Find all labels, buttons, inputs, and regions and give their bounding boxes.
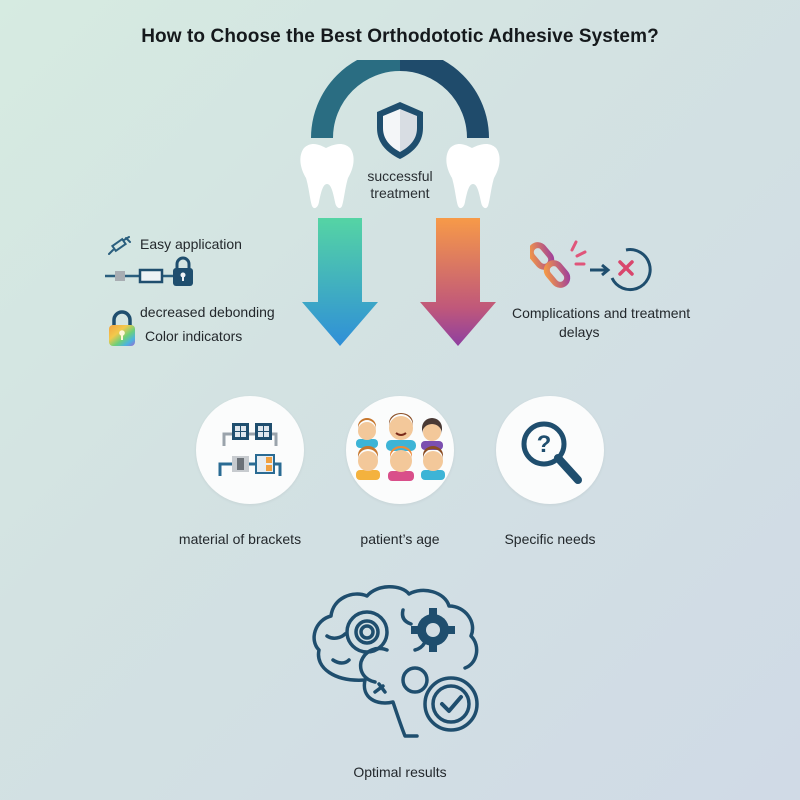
magnifier-question-icon: ? (521, 421, 582, 484)
syringe-icon (108, 236, 131, 255)
treatment-arc-graphic (300, 60, 500, 209)
label-line-1: successful (367, 168, 433, 184)
decreased-debonding-label: decreased debonding (140, 304, 275, 320)
svg-text:?: ? (537, 431, 552, 458)
age-factor-circle (346, 396, 454, 504)
shield-icon (377, 102, 423, 159)
color-indicators-label: Color indicators (145, 328, 243, 344)
bracket-lock-icon (105, 256, 193, 286)
specific-needs-label: Specific needs (504, 531, 596, 547)
people-icon (356, 413, 445, 481)
tooth-icon-left (300, 143, 354, 209)
material-of-brackets-label: material of brackets (178, 531, 302, 547)
label-line-2: treatment (370, 185, 430, 201)
optimal-results-label: Optimal results (353, 764, 447, 780)
brackets-factor-circle (196, 396, 304, 504)
brain-gears-icon (312, 585, 479, 738)
complications-label-line1: Complications and treatment (512, 305, 691, 321)
solid-gear (411, 608, 455, 652)
rainbow-lock-icon (109, 310, 135, 346)
good-outcome-arrow (302, 218, 378, 346)
page-title: How to Choose the Best Orthodototic Adhe… (141, 26, 659, 47)
complications-label-line2: delays (559, 324, 600, 340)
bad-outcome-arrow (420, 218, 496, 346)
successful-treatment-label: successful treatment (340, 168, 460, 202)
needs-factor-circle: ? (496, 396, 604, 504)
brackets-icon (218, 423, 282, 476)
easy-application-label: Easy application (140, 236, 242, 252)
patients-age-label: patient’s age (360, 531, 440, 547)
broken-chain-icon (530, 240, 652, 292)
tooth-icon-right (446, 143, 500, 209)
